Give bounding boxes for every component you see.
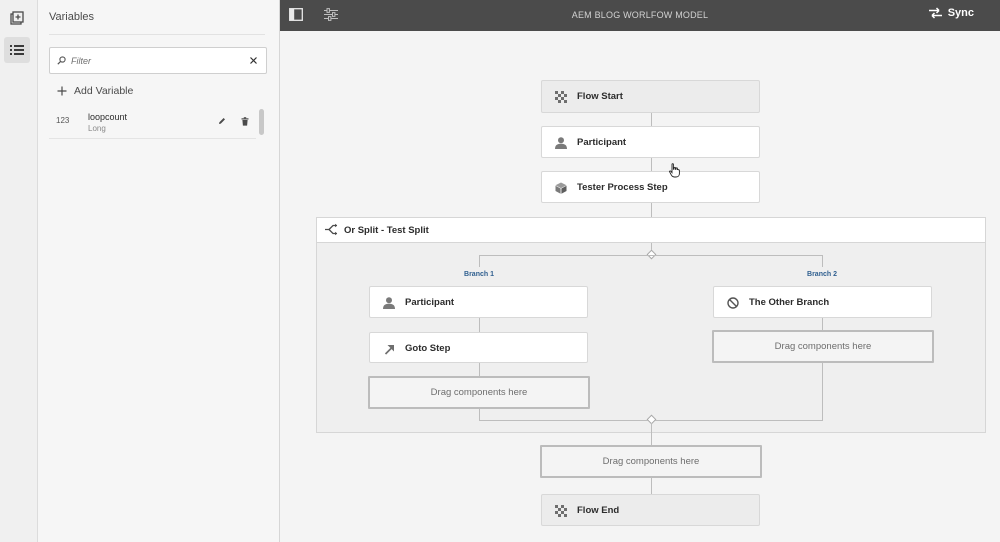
node-label: Participant xyxy=(405,297,455,308)
connector xyxy=(479,408,480,420)
variable-name: loopcount xyxy=(88,112,128,122)
sidebar-toggle-icon[interactable] xyxy=(289,8,303,21)
other-branch-node[interactable]: The Other Branch xyxy=(713,286,932,318)
node-label: Goto Step xyxy=(405,343,451,354)
connector xyxy=(651,113,652,126)
sync-button[interactable]: Sync xyxy=(928,7,974,19)
page-title: AEM BLOG WORLFOW MODEL xyxy=(571,10,709,20)
node-label: Flow End xyxy=(577,505,620,516)
drop-zone[interactable]: Drag components here xyxy=(712,330,934,363)
clear-icon[interactable] xyxy=(250,57,257,64)
variables-list-button[interactable] xyxy=(4,37,30,63)
filter-field[interactable] xyxy=(49,47,267,74)
add-variable-button[interactable]: Add Variable xyxy=(57,85,133,97)
add-variable-label: Add Variable xyxy=(74,85,134,97)
branch-1-label: Branch 1 xyxy=(464,271,494,278)
sync-icon xyxy=(928,7,942,19)
drop-zone[interactable]: Drag components here xyxy=(368,376,590,409)
node-label: Participant xyxy=(577,137,627,148)
connector xyxy=(651,243,652,255)
flow-start-node[interactable]: Flow Start xyxy=(541,80,760,113)
arrow-up-right-icon xyxy=(382,342,396,356)
add-component-icon xyxy=(10,11,24,25)
user-icon xyxy=(554,136,568,150)
checkered-flag-icon xyxy=(554,90,568,104)
participant-node[interactable]: Participant xyxy=(541,126,760,158)
search-icon xyxy=(57,56,66,65)
branch1-participant-node[interactable]: Participant xyxy=(369,286,588,318)
or-split-header[interactable]: Or Split - Test Split xyxy=(316,217,986,243)
connector xyxy=(822,318,823,330)
user-icon xyxy=(382,296,396,310)
checkered-flag-icon xyxy=(554,504,568,518)
hand-cursor-icon xyxy=(669,163,680,178)
connector xyxy=(479,363,480,377)
edit-icon[interactable] xyxy=(218,117,226,125)
filter-input[interactable] xyxy=(71,52,241,69)
process-step-node[interactable]: Tester Process Step xyxy=(541,171,760,203)
connector xyxy=(651,423,652,445)
scrollbar[interactable] xyxy=(259,109,264,135)
panel-title: Variables xyxy=(49,11,95,23)
list-icon xyxy=(10,45,24,55)
drop-zone[interactable]: Drag components here xyxy=(540,445,762,478)
delete-icon[interactable] xyxy=(241,117,249,126)
connector xyxy=(822,255,823,267)
top-bar: AEM BLOG WORLFOW MODEL Sync xyxy=(280,0,1000,31)
settings-sliders-icon[interactable] xyxy=(324,8,338,21)
connector xyxy=(651,478,652,494)
variables-panel: Variables Add Variable 123 loopcount Lon… xyxy=(38,0,280,542)
cube-icon xyxy=(554,181,568,195)
branch-2-label: Branch 2 xyxy=(807,271,837,278)
left-rail xyxy=(0,0,38,542)
add-component-button[interactable] xyxy=(4,5,30,31)
variable-type-badge: 123 xyxy=(56,116,70,125)
node-label: Tester Process Step xyxy=(577,182,668,193)
plus-icon xyxy=(57,86,67,96)
variable-kind: Long xyxy=(88,124,106,133)
goto-step-node[interactable]: Goto Step xyxy=(369,332,588,363)
connector xyxy=(479,255,480,267)
connector xyxy=(479,255,823,256)
connector xyxy=(479,318,480,332)
divider xyxy=(49,34,265,35)
node-label: The Other Branch xyxy=(749,297,830,308)
node-label: Flow Start xyxy=(577,91,623,102)
connector xyxy=(651,158,652,171)
flow-end-node[interactable]: Flow End xyxy=(541,494,760,526)
workflow-canvas: Flow Start Participant Tester Process St… xyxy=(280,31,1000,542)
connector xyxy=(651,203,652,217)
no-entry-icon xyxy=(726,296,740,310)
or-split-label: Or Split - Test Split xyxy=(344,225,429,236)
sync-label: Sync xyxy=(947,7,974,19)
variable-row[interactable]: 123 loopcount Long xyxy=(49,106,256,139)
connector xyxy=(822,363,823,420)
split-icon xyxy=(325,223,338,236)
